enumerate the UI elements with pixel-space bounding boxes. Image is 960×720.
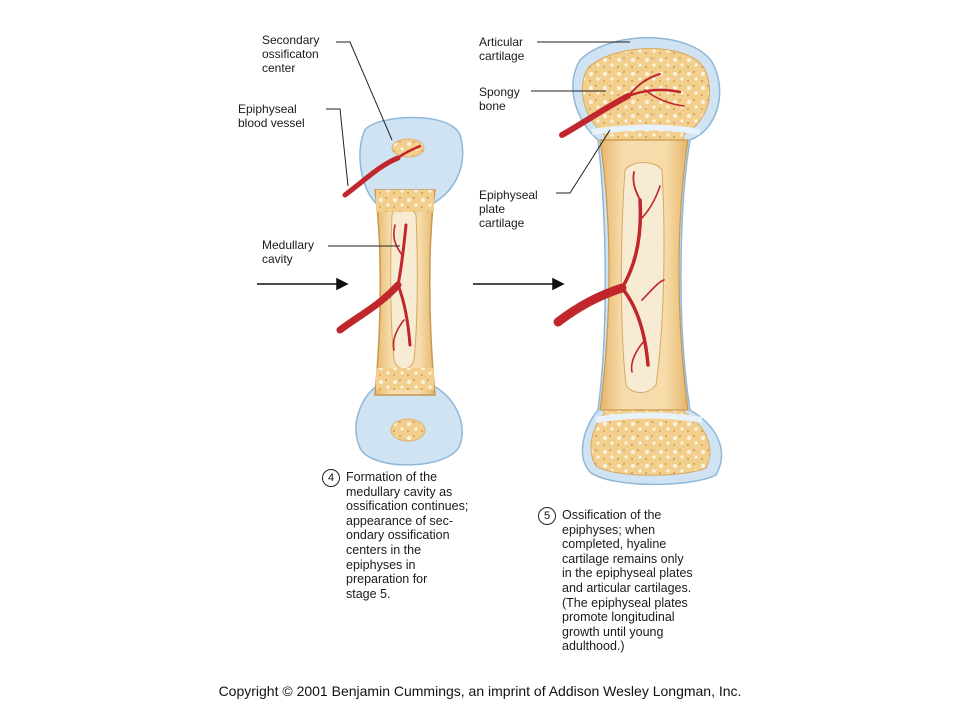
stage-arrows [257, 277, 565, 291]
stage5-number-badge: 5 [538, 507, 556, 525]
label-epiphyseal-plate-cartilage: Epiphyseal plate cartilage [479, 188, 538, 230]
label-epiphyseal-blood-vessel: Epiphyseal blood vessel [238, 102, 305, 130]
leader-lines [326, 41, 630, 247]
stage4-caption: Formation of the medullary cavity as oss… [346, 470, 469, 601]
copyright-notice: Copyright © 2001 Benjamin Cummings, an i… [218, 683, 742, 699]
left-blood-vessels [336, 144, 422, 351]
left-secondary-ossification-top [391, 138, 425, 158]
leader-epiphyseal-blood-vessel [326, 108, 349, 187]
label-articular-cartilage: Articular cartilage [479, 35, 525, 63]
label-medullary-cavity: Medullary cavity [262, 238, 315, 266]
right-epiphyseal-plate-top [591, 124, 701, 135]
leader-secondary-ossification [336, 41, 393, 141]
stage4-number-badge: 4 [322, 469, 340, 487]
left-bone-stage4 [336, 116, 464, 466]
right-epiphyseal-plate-bottom [595, 412, 703, 423]
left-top-cartilage [359, 116, 464, 206]
label-spongy-bone: Spongy bone [479, 85, 520, 113]
label-secondary-ossification-center: Secondary ossificaton center [262, 33, 320, 75]
right-bone-stage5 [553, 37, 723, 486]
leader-epiphyseal-plate [556, 129, 611, 194]
left-spongy-top [376, 190, 434, 212]
right-blood-vessels [553, 73, 685, 373]
stage5-caption: Ossification of the epiphyses; when comp… [562, 508, 693, 654]
left-spongy-bottom [376, 368, 434, 390]
left-secondary-ossification-bottom [390, 418, 426, 442]
